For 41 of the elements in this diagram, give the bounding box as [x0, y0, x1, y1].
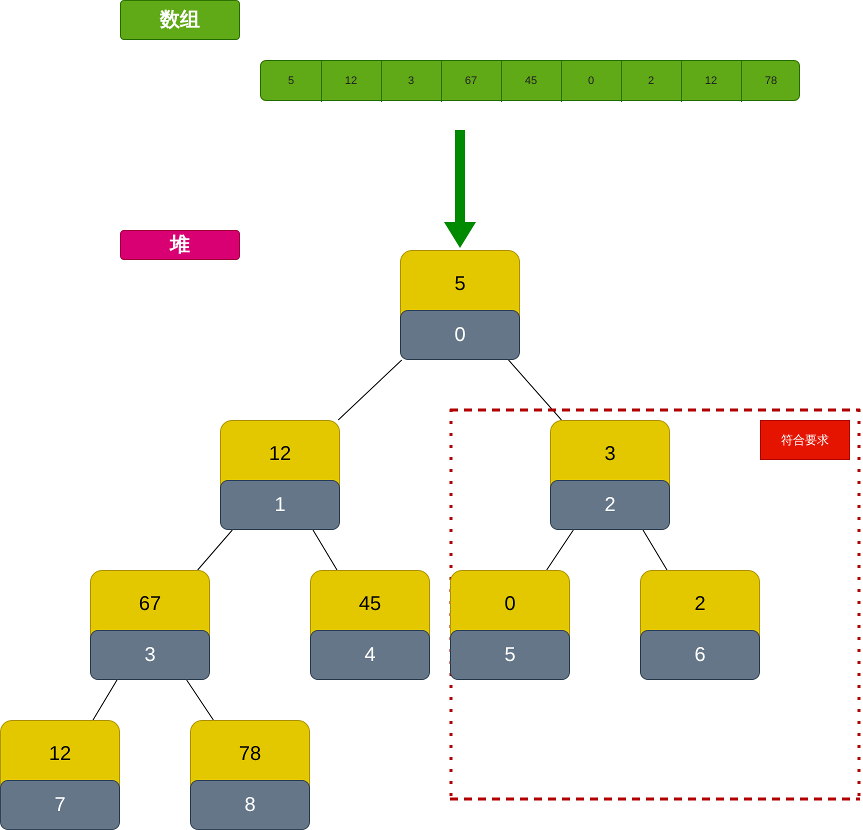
block-arrow	[444, 130, 476, 248]
value-text: 67	[138, 592, 162, 617]
array-cell: 12	[681, 61, 741, 102]
index-label: 6	[640, 630, 760, 680]
value-text: 3	[603, 442, 617, 467]
array-bar	[260, 60, 800, 101]
heading-tag: 堆	[120, 230, 240, 260]
value-text: 78	[238, 742, 262, 767]
value-text: 2	[693, 592, 707, 617]
array-cell: 12	[321, 61, 381, 102]
value-text: 12	[268, 442, 292, 467]
index-label: 1	[220, 480, 340, 530]
tree-edge	[186, 680, 214, 720]
tree-edge	[508, 360, 562, 420]
array-cell: 5	[261, 61, 321, 102]
index-label: 4	[310, 630, 430, 680]
tree-edge	[338, 360, 402, 420]
tree-edge	[92, 680, 118, 720]
array-cell: 78	[741, 61, 801, 102]
tree-edge	[642, 530, 668, 570]
array-cell: 0	[561, 61, 621, 102]
index-label: 2	[550, 480, 670, 530]
index-label: 8	[190, 780, 310, 830]
tree-edge	[197, 530, 233, 570]
heading-tag: 数组	[120, 0, 240, 40]
index-label: 3	[90, 630, 210, 680]
array-cell: 45	[501, 61, 561, 102]
array-cell: 2	[621, 61, 681, 102]
array-cell: 3	[381, 61, 441, 102]
tree-edge	[546, 530, 574, 570]
value-text: 12	[48, 742, 72, 767]
array-cell: 67	[441, 61, 501, 102]
value-text: 0	[503, 592, 517, 617]
index-label: 7	[0, 780, 120, 830]
dashed-region	[450, 409, 860, 800]
value-text: 5	[453, 272, 467, 297]
tree-edge	[312, 530, 338, 570]
value-text: 45	[358, 592, 382, 617]
index-label: 0	[400, 310, 520, 360]
note-tag: 符合要求	[760, 420, 850, 460]
index-label: 5	[450, 630, 570, 680]
